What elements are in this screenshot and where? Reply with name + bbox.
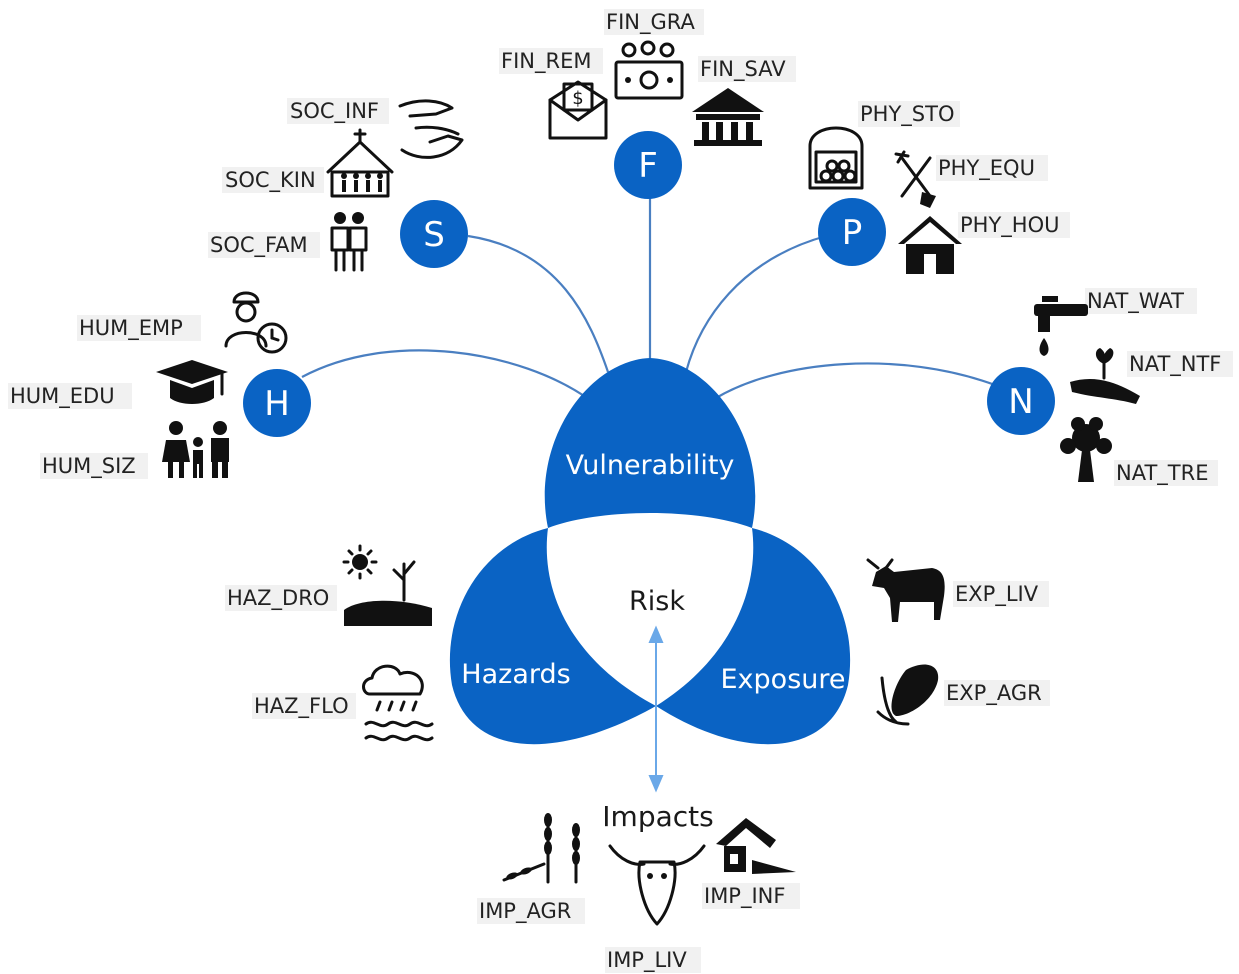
label-hum-siz: HUM_SIZ: [42, 454, 136, 479]
graduation-cap-icon: [156, 360, 228, 404]
hand-plant-icon: [1070, 348, 1140, 404]
maize-icon: [876, 664, 939, 726]
label-haz-dro: HAZ_DRO: [227, 586, 329, 611]
connector-h: [301, 349, 591, 401]
flood-rain-icon: [362, 664, 434, 742]
label-nat-ntf: NAT_NTF: [1129, 352, 1221, 377]
capital-f: F: [614, 131, 682, 199]
cow-icon: [866, 558, 945, 622]
remittance-envelope-icon: $: [548, 80, 608, 140]
grant-cash-icon: [614, 40, 684, 100]
farm-tools-icon: [894, 150, 936, 208]
house-icon: [898, 216, 962, 274]
damaged-house-icon: [716, 818, 796, 874]
family-size-icon: [162, 421, 229, 478]
capital-s-letter: S: [423, 215, 445, 255]
label-soc-inf: SOC_INF: [290, 99, 379, 124]
connector-p: [684, 234, 827, 373]
label-hum-emp: HUM_EMP: [79, 316, 183, 341]
svg-text:$: $: [572, 88, 583, 109]
capital-connectors: [301, 196, 996, 401]
hazards-lobe: [449, 528, 656, 745]
label-soc-kin: SOC_KIN: [225, 168, 316, 193]
capital-h-letter: H: [264, 384, 290, 424]
label-fin-sav: FIN_SAV: [700, 57, 786, 82]
label-hum-edu: HUM_EDU: [10, 384, 115, 409]
drought-icon: [342, 544, 432, 626]
capital-h: H: [243, 369, 311, 437]
exposure-label: Exposure: [721, 664, 846, 695]
church-community-icon: [326, 128, 394, 198]
label-nat-wat: NAT_WAT: [1087, 289, 1184, 314]
capital-n-letter: N: [1008, 382, 1033, 422]
label-phy-hou: PHY_HOU: [960, 213, 1059, 238]
label-haz-flo: HAZ_FLO: [254, 694, 349, 719]
label-imp-agr: IMP_AGR: [479, 899, 571, 924]
cattle-skull-icon: [608, 844, 706, 926]
label-phy-equ: PHY_EQU: [938, 156, 1035, 181]
risk-label: Risk: [629, 586, 685, 617]
label-nat-tre: NAT_TRE: [1116, 461, 1208, 486]
label-exp-agr: EXP_AGR: [946, 681, 1042, 706]
capital-f-letter: F: [638, 146, 658, 186]
label-fin-rem: FIN_REM: [501, 49, 591, 74]
capital-n: N: [987, 367, 1055, 435]
label-imp-inf: IMP_INF: [704, 884, 785, 909]
connector-n: [715, 362, 996, 399]
label-exp-liv: EXP_LIV: [955, 582, 1039, 607]
tree-icon: [1060, 417, 1112, 482]
venn-lobes: [449, 358, 851, 745]
impacts-label: Impacts: [602, 800, 713, 833]
capital-s: S: [400, 200, 468, 268]
wheat-crop-icon: [502, 813, 580, 884]
worker-clock-icon: [224, 291, 288, 354]
indicator-labels: FIN_GRA FIN_REM FIN_SAV SOC_INF SOC_KIN …: [8, 9, 1233, 973]
label-soc-fam: SOC_FAM: [210, 233, 308, 258]
label-fin-gra: FIN_GRA: [606, 10, 695, 35]
label-phy-sto: PHY_STO: [860, 102, 954, 127]
water-tap-icon: [1034, 296, 1088, 356]
capital-p-letter: P: [842, 213, 863, 253]
vulnerability-lobe: [544, 358, 756, 528]
vulnerability-label: Vulnerability: [566, 450, 735, 481]
hazards-label: Hazards: [461, 659, 570, 690]
exposure-lobe: [656, 528, 851, 745]
helping-hands-icon: [398, 99, 464, 159]
family-couple-icon: [330, 212, 368, 272]
impacts-arrow: [648, 625, 664, 793]
grain-storage-icon: [808, 126, 864, 190]
connector-s: [467, 234, 610, 373]
label-imp-liv: IMP_LIV: [607, 948, 687, 973]
bank-savings-icon: [692, 88, 764, 146]
capital-p: P: [818, 198, 886, 266]
